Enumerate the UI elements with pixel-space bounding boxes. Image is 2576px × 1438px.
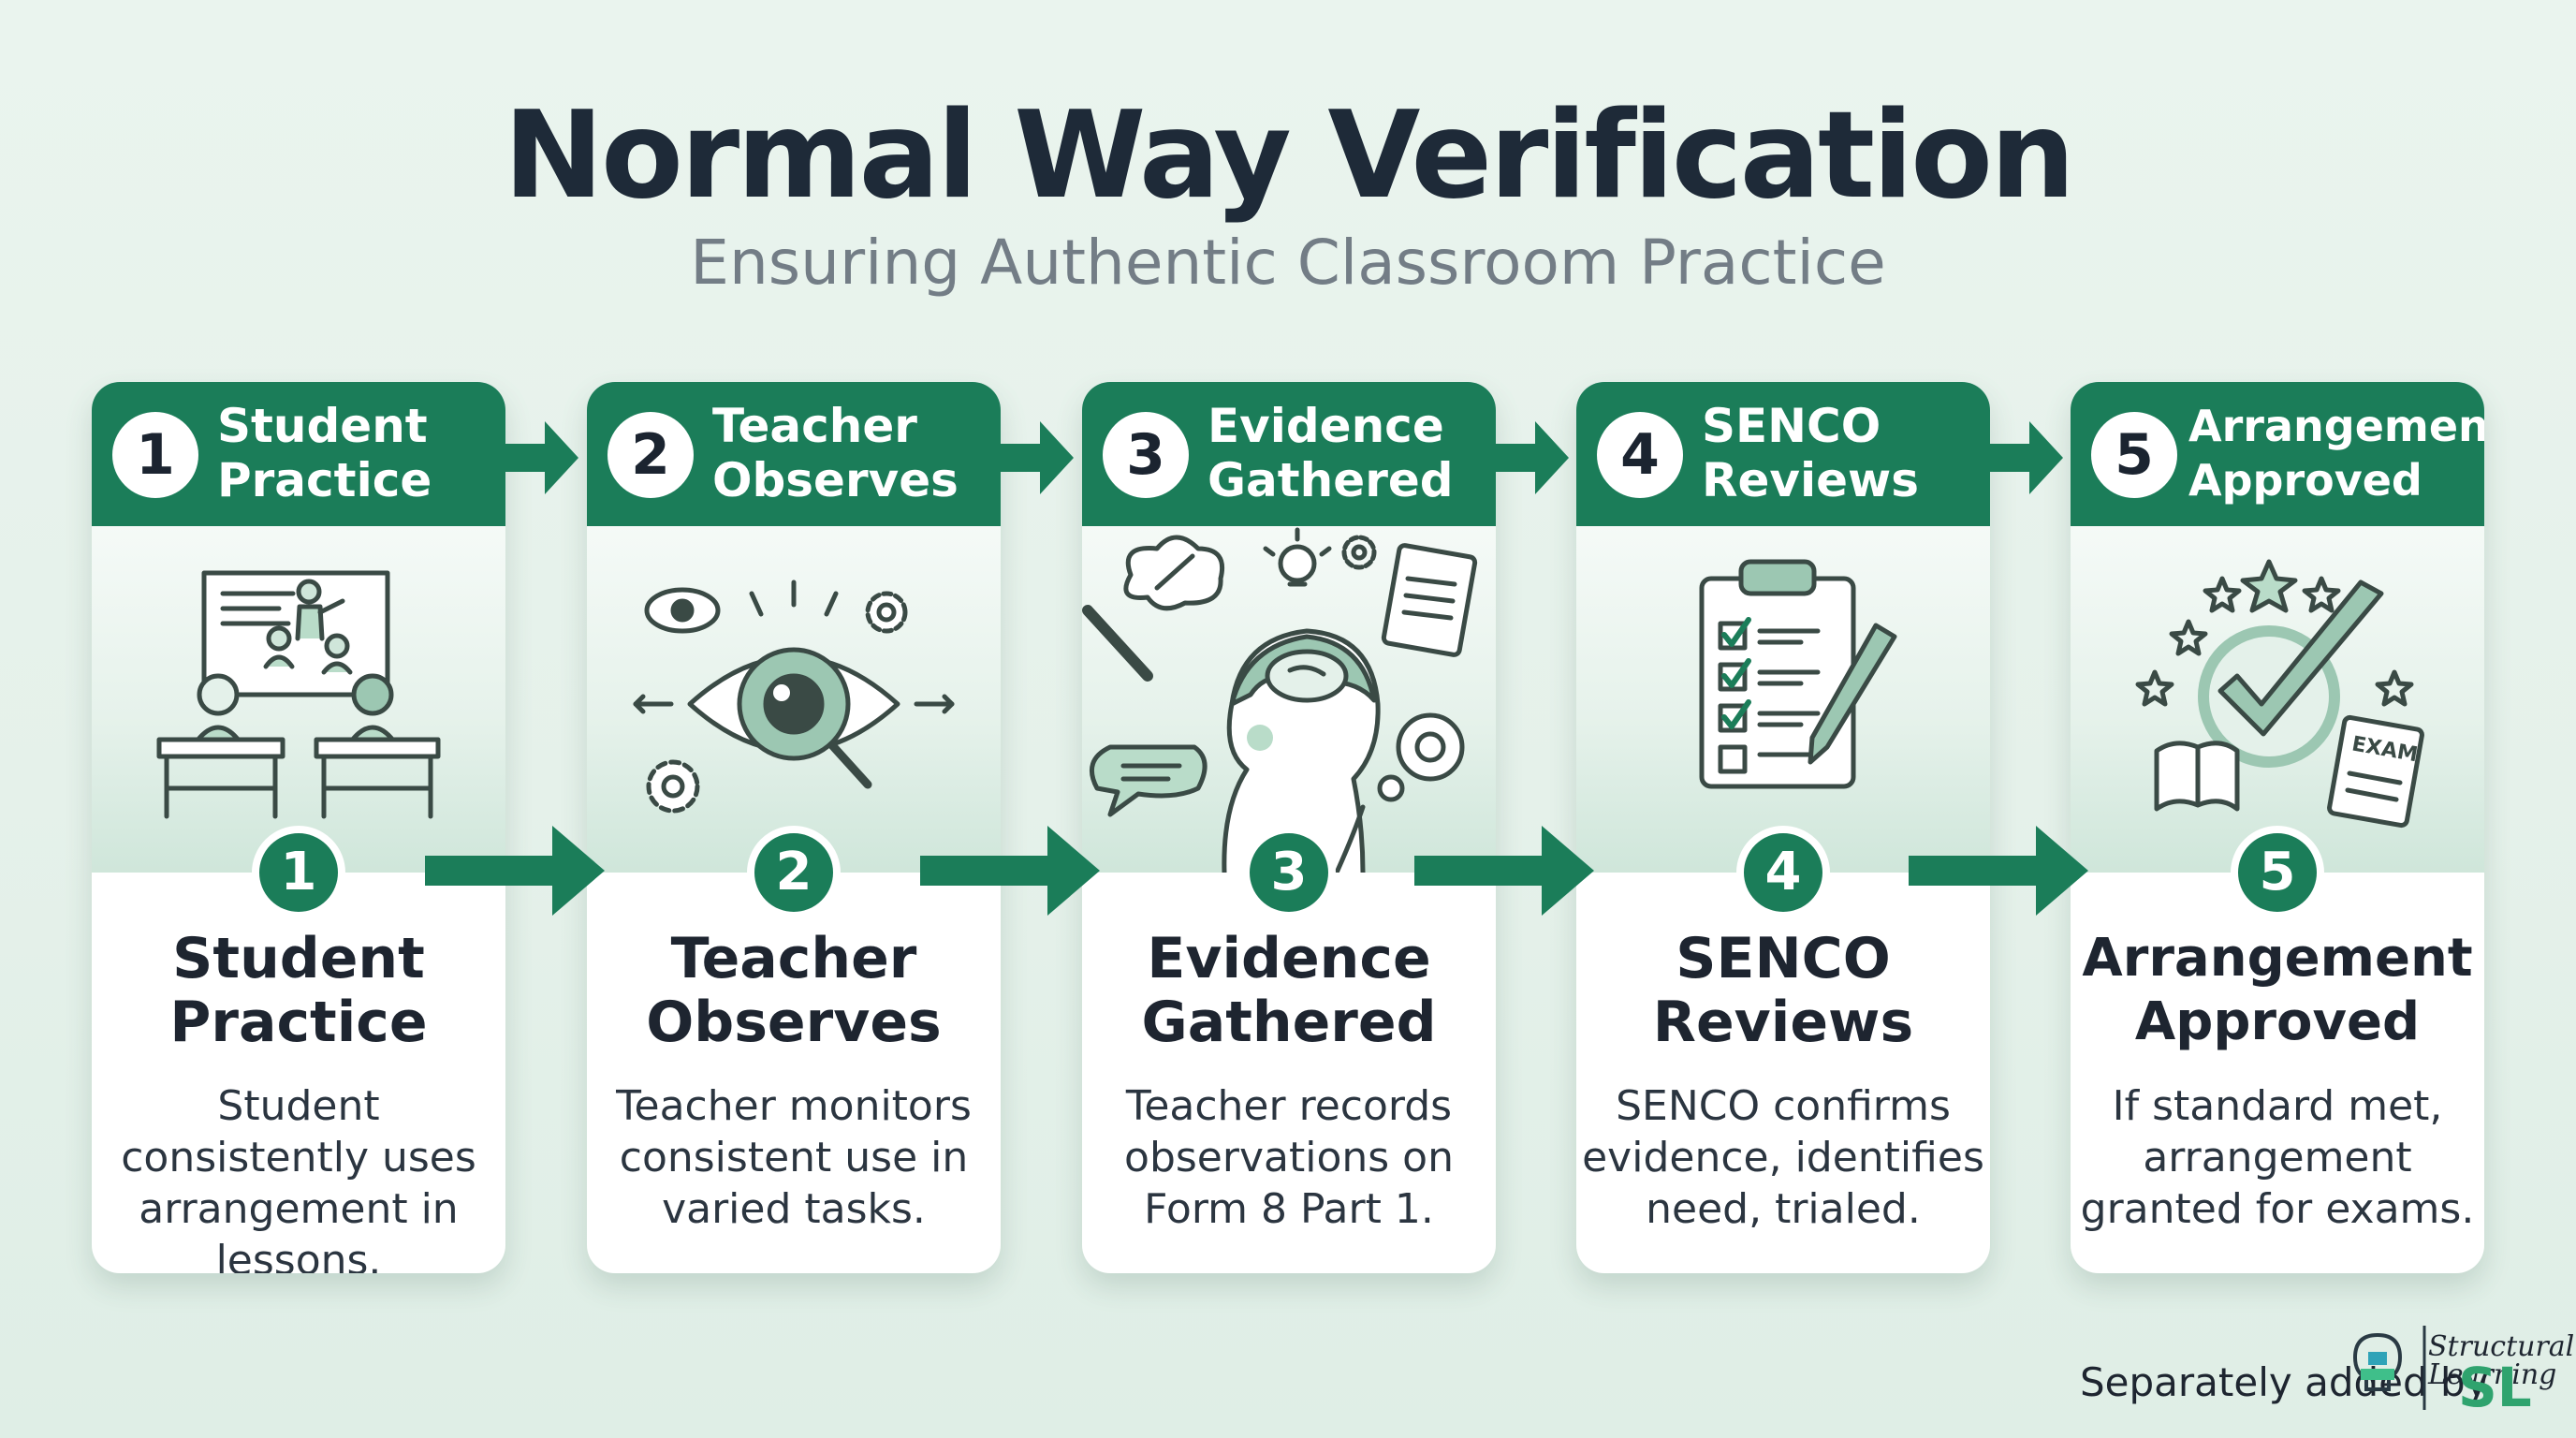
structural-learning-logo-icon xyxy=(2352,1326,2426,1410)
step-number-badge: 1 xyxy=(252,826,345,919)
step-illustration: EXAM xyxy=(2071,526,2484,873)
step-card-1: 1 Student Practice xyxy=(92,382,505,1273)
logo-mark: SL xyxy=(2458,1356,2532,1419)
flow-arrow-icon xyxy=(920,826,1100,916)
step-number-badge: 5 xyxy=(2231,826,2324,919)
step-card-4: 4 SENCO Reviews 4 SENCO Reviews SENCO co… xyxy=(1576,382,1990,1273)
step-title: Teacher Observes xyxy=(646,926,942,1055)
step-illustration xyxy=(587,526,1001,873)
step-description: Student consistently uses arrangement in… xyxy=(121,1082,476,1273)
step-description: SENCO confirms evidence, identifies need… xyxy=(1582,1082,1984,1233)
step-header-number: 3 xyxy=(1103,412,1189,498)
step-header: 4 SENCO Reviews xyxy=(1576,382,1990,526)
step-description: Teacher records observations on Form 8 P… xyxy=(1124,1082,1454,1233)
observing-eye-icon xyxy=(633,580,955,814)
step-illustration xyxy=(92,526,505,873)
step-number-badge: 4 xyxy=(1736,826,1830,919)
logo-wordmark: Structural Learning xyxy=(2428,1330,2575,1391)
flow-arrow-icon xyxy=(1494,421,1569,494)
flow-arrow-icon xyxy=(425,826,605,916)
step-description: Teacher monitors consistent use in varie… xyxy=(616,1082,972,1233)
step-title: Student Practice xyxy=(169,926,428,1055)
approved-checkmark-icon: EXAM xyxy=(2135,559,2424,829)
step-header-number: 5 xyxy=(2091,412,2177,498)
step-number-badge: 2 xyxy=(747,826,841,919)
step-header-number: 2 xyxy=(607,412,694,498)
step-header: 1 Student Practice xyxy=(92,382,505,526)
step-header-number: 4 xyxy=(1597,412,1683,498)
flow-arrow-icon xyxy=(999,421,1074,494)
step-illustration xyxy=(1082,526,1496,873)
step-number-badge: 3 xyxy=(1242,826,1336,919)
step-card-2: 2 Teacher Observes 2 Teacher Observes Te… xyxy=(587,382,1001,1273)
flow-arrow-icon xyxy=(1988,421,2063,494)
step-card-3: 3 Evidence Gathered xyxy=(1082,382,1496,1273)
step-card-5: 5 Arrangement Approved EXAM 5 Arrangemen… xyxy=(2071,382,2484,1273)
flow-arrow-icon xyxy=(1909,826,2088,916)
step-header: 3 Evidence Gathered xyxy=(1082,382,1496,526)
step-illustration xyxy=(1576,526,1990,873)
step-header-title: Arrangement Approved xyxy=(2188,401,2484,506)
page-subtitle: Ensuring Authentic Classroom Practice xyxy=(690,227,1886,299)
step-header: 5 Arrangement Approved xyxy=(2071,382,2484,526)
flow-arrow-icon xyxy=(504,421,578,494)
step-title: Arrangement Approved xyxy=(2082,928,2473,1052)
step-header-title: SENCO Reviews xyxy=(1702,399,1920,507)
thinking-student-icon xyxy=(1082,527,1478,873)
step-header-title: Evidence Gathered xyxy=(1208,399,1454,507)
step-title: Evidence Gathered xyxy=(1141,926,1437,1055)
step-description: If standard met, arrangement granted for… xyxy=(2080,1082,2475,1233)
step-header-number: 1 xyxy=(112,412,198,498)
step-header-title: Student Practice xyxy=(217,399,432,507)
step-header-title: Teacher Observes xyxy=(712,399,959,507)
page-title: Normal Way Verification xyxy=(503,86,2075,226)
classroom-students-icon xyxy=(156,570,441,819)
flow-arrow-icon xyxy=(1414,826,1594,916)
attribution-text: Separately added by xyxy=(2080,1359,2489,1405)
checklist-clipboard-icon xyxy=(1699,559,1897,789)
step-title: SENCO Reviews xyxy=(1652,926,1914,1055)
step-header: 2 Teacher Observes xyxy=(587,382,1001,526)
